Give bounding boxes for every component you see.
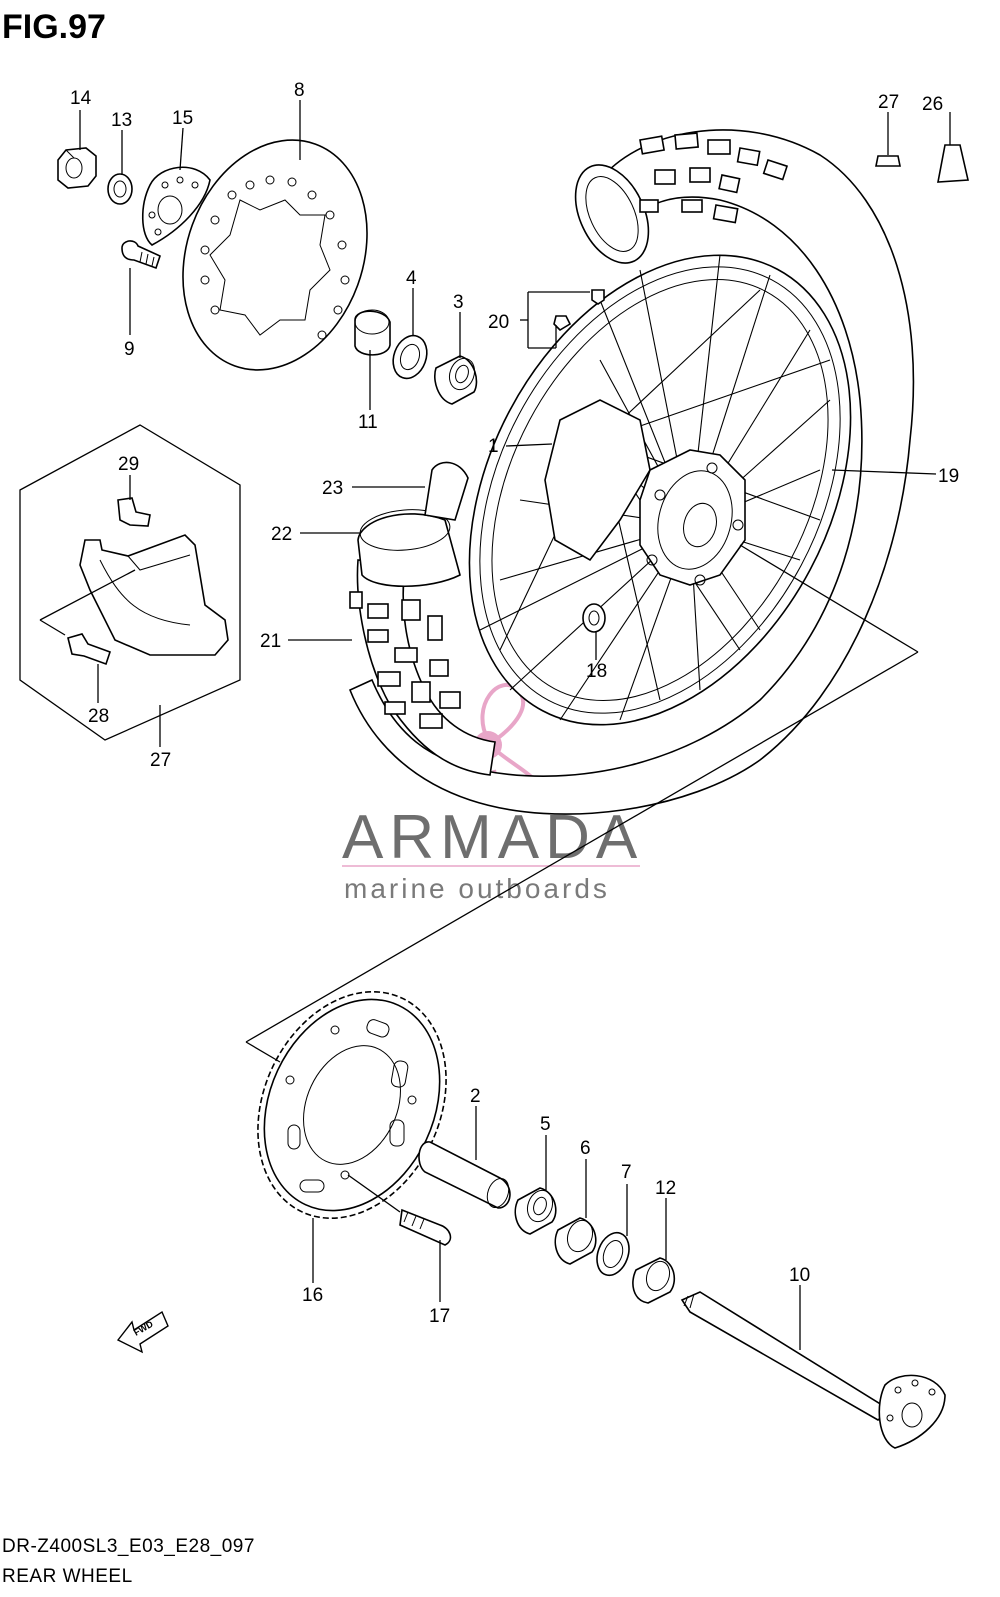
explode-lines <box>39 100 951 1350</box>
rim-band-21 <box>349 559 496 776</box>
axle-10 <box>680 1291 946 1449</box>
washer-13 <box>107 173 133 205</box>
brake-disc-8 <box>182 139 368 371</box>
tire-tread-knobs <box>639 132 789 224</box>
callout-27: 27 <box>150 750 171 771</box>
callout-11: 11 <box>358 412 378 433</box>
callout-7: 7 <box>621 1162 632 1183</box>
callout-5: 5 <box>540 1114 551 1135</box>
callout-4: 4 <box>406 268 417 289</box>
callout-8: 8 <box>294 80 305 101</box>
callout-1: 1 <box>488 436 499 457</box>
watermark-brand: ARMADA <box>342 803 643 872</box>
cap-24-25 <box>937 144 969 183</box>
nut-14 <box>57 147 97 189</box>
callout-6: 6 <box>580 1138 591 1159</box>
callout-16: 16 <box>302 1285 323 1306</box>
rear-sprocket-16 <box>257 990 447 1220</box>
sprocket-bolt-17 <box>399 1208 452 1246</box>
callout-24-25: 26 <box>922 94 943 115</box>
callout-14: 14 <box>70 88 92 109</box>
fwd-arrow-icon: FWD <box>116 1310 169 1354</box>
callout-15: 15 <box>172 108 193 129</box>
collar-18 <box>582 603 606 633</box>
disc-holes <box>200 175 350 340</box>
callout-9: 9 <box>124 339 135 360</box>
callout-22: 22 <box>271 524 292 545</box>
figure-name: REAR WHEEL <box>2 1566 133 1587</box>
callout-17: 17 <box>429 1306 450 1327</box>
callout-26: 27 <box>878 92 899 113</box>
bearing-3 <box>434 355 478 405</box>
nipple-20 <box>553 289 605 332</box>
callout-19: 19 <box>938 466 959 487</box>
oil-seal-4 <box>392 334 428 380</box>
spacer-12 <box>632 1257 676 1304</box>
spacer-2 <box>418 1141 511 1209</box>
callout-10: 10 <box>789 1265 810 1286</box>
bearing-6 <box>554 1217 597 1265</box>
inset-box-27 <box>19 424 241 741</box>
cap-26 <box>875 155 901 167</box>
callout-labels: 14 13 15 8 9 4 3 11 1 20 19 27 26 18 23 … <box>70 80 959 1327</box>
callout-2: 2 <box>470 1086 481 1107</box>
callout-20: 20 <box>488 312 509 333</box>
spacer-11 <box>354 309 391 356</box>
callout-21: 21 <box>260 631 281 652</box>
callout-13: 13 <box>111 110 132 131</box>
bolt-9 <box>121 240 161 270</box>
watermark-tagline: marine outboards <box>344 873 610 904</box>
figure-code: DR-Z400SL3_E03_E28_097 <box>2 1536 255 1557</box>
callout-23: 23 <box>322 478 343 499</box>
valve-23 <box>424 461 469 521</box>
callout-12: 12 <box>655 1178 676 1199</box>
tube-22 <box>357 509 461 587</box>
figure-title: FIG.97 <box>2 8 106 46</box>
armada-watermark: ARMADA marine outboards <box>342 682 643 904</box>
callout-28: 28 <box>88 706 109 727</box>
callout-3: 3 <box>453 292 464 313</box>
callout-18: 18 <box>586 661 607 682</box>
sprocket-plate-15 <box>141 166 211 246</box>
tire-19 <box>348 129 915 815</box>
bearing-5 <box>514 1187 557 1235</box>
callout-29: 29 <box>118 454 139 475</box>
seal-7 <box>596 1231 630 1277</box>
wheel-hub-1 <box>544 399 746 586</box>
